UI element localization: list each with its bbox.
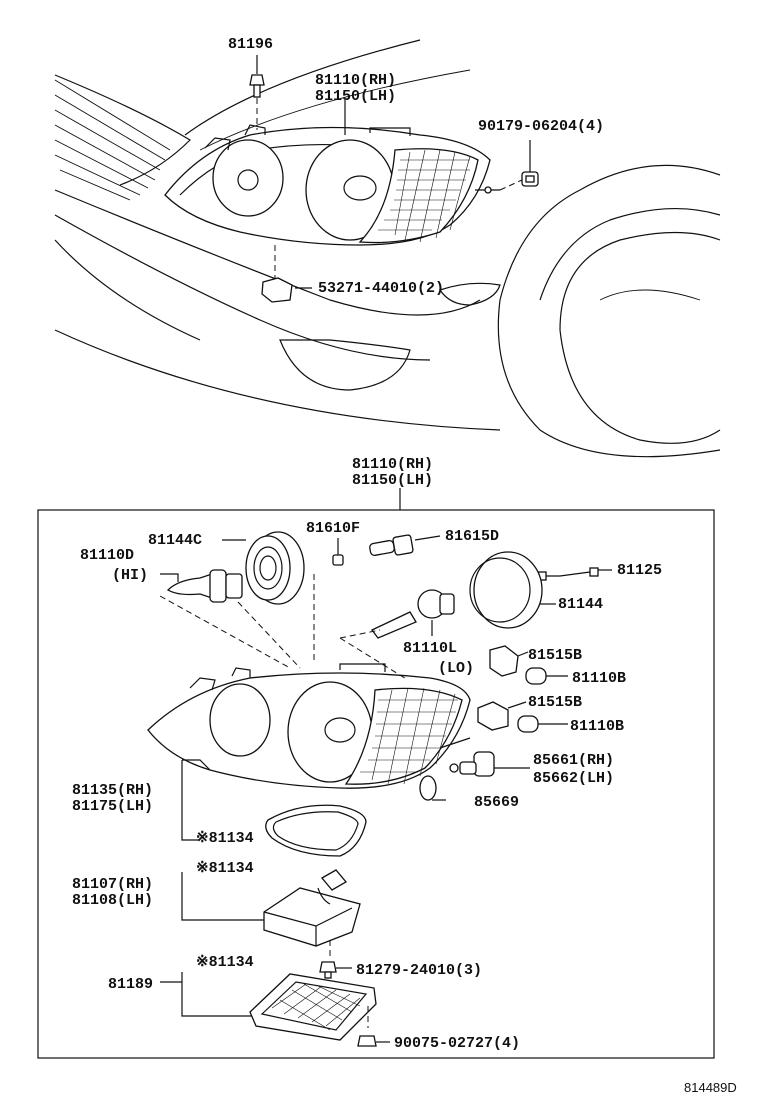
label-81110-rh-box: 81110(RH) (352, 456, 433, 473)
part-81610F-bulb (332, 538, 344, 566)
headlamp-assembly-top (164, 124, 500, 246)
label-85669: 85669 (474, 794, 519, 811)
label-85661: 85661(RH) (533, 752, 614, 769)
label-hi: (HI) (112, 567, 148, 584)
bracket-81107 (181, 872, 270, 921)
bolt-81196 (249, 55, 265, 130)
label-81144C: 81144C (148, 532, 202, 549)
part-81144C-ring (222, 531, 305, 605)
bracket-81135 (181, 760, 200, 841)
part-81110D-bulb (160, 569, 243, 603)
label-81108: 81108(LH) (72, 892, 153, 909)
part-81134-gasket (265, 804, 367, 857)
label-81107: 81107(RH) (72, 876, 153, 893)
part-81189-cover (249, 973, 377, 1041)
label-81150-lh-box: 81150(LH) (352, 472, 433, 489)
part-81279-screw (319, 961, 352, 979)
label-81134-b: ※81134 (196, 860, 254, 877)
part-81125-wire (537, 567, 612, 581)
leader-81135 (182, 759, 211, 771)
label-81610F: 81610F (306, 520, 360, 537)
label-81110-rh-top: 81110(RH) (315, 72, 396, 89)
part-85661-socket (449, 751, 530, 777)
part-81110B-bulb-a (525, 667, 568, 685)
part-81110L-bulb (371, 589, 455, 639)
label-81125: 81125 (617, 562, 662, 579)
label-90179: 90179-06204(4) (478, 118, 604, 135)
clip-53271 (261, 245, 312, 303)
label-81110B-b: 81110B (570, 718, 624, 735)
label-81110L: 81110L (403, 640, 457, 657)
part-81515B-socket-a (489, 645, 529, 677)
label-lo: (LO) (438, 660, 474, 677)
part-85669-oring (419, 775, 446, 801)
label-81110D: 81110D (80, 547, 134, 564)
label-53271: 53271-44010(2) (318, 280, 444, 297)
label-81189: 81189 (108, 976, 153, 993)
nut-90179 (499, 140, 539, 191)
car-body-illustration (54, 39, 721, 458)
label-81515B-a: 81515B (528, 647, 582, 664)
label-81134-c: ※81134 (196, 954, 254, 971)
assembly-dash-lines (159, 574, 409, 681)
label-81196: 81196 (228, 36, 273, 53)
label-81110B-a: 81110B (572, 670, 626, 687)
label-81615D: 81615D (445, 528, 499, 545)
part-81615D-socket (369, 534, 441, 557)
label-81134-a: ※81134 (196, 830, 254, 847)
headlamp-assembly-box (147, 663, 471, 789)
label-81135: 81135(RH) (72, 782, 153, 799)
part-81515B-socket-b (477, 701, 527, 731)
bracket-81189 (181, 972, 258, 1017)
label-81279: 81279-24010(3) (356, 962, 482, 979)
label-90075: 90075-02727(4) (394, 1035, 520, 1052)
part-81107-ballast (263, 869, 361, 960)
label-81175: 81175(LH) (72, 798, 153, 815)
parts-box (37, 509, 715, 1059)
part-81110B-bulb-b (517, 715, 568, 733)
part-81144-ring (469, 551, 556, 629)
label-81144: 81144 (558, 596, 603, 613)
diagram-id: 814489D (684, 1080, 737, 1095)
turn-lens-hatch-box (344, 687, 463, 785)
part-90075-screw (357, 1006, 390, 1047)
label-81515B-b: 81515B (528, 694, 582, 711)
turn-lens-hatch-top (358, 148, 479, 244)
label-81150-lh-top: 81150(LH) (315, 88, 396, 105)
label-85662: 85662(LH) (533, 770, 614, 787)
